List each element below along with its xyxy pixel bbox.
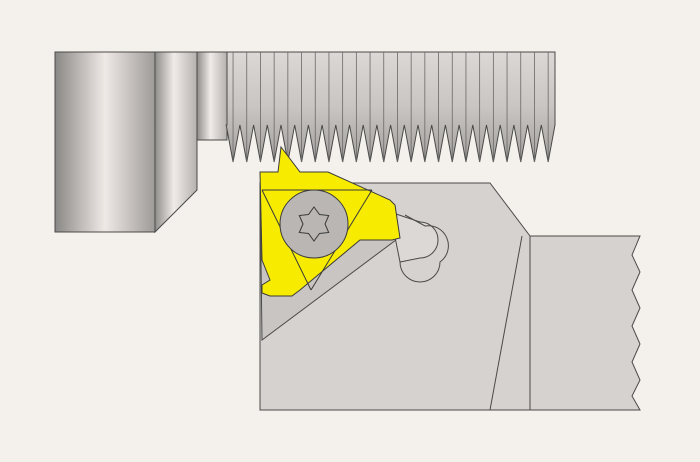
torx-icon xyxy=(298,206,330,242)
thread-flank-lines xyxy=(232,52,549,162)
pocket-relief xyxy=(389,211,439,263)
holder-relief-edge xyxy=(489,235,523,411)
threading-insert xyxy=(259,145,401,297)
workpiece-thread xyxy=(225,51,556,163)
workpiece-head xyxy=(54,51,156,233)
clamp-screw xyxy=(279,189,349,259)
workpiece-chamfer xyxy=(154,51,198,234)
workpiece-neck xyxy=(196,51,228,141)
threaded-workpiece xyxy=(54,51,556,234)
pocket-relief-outline xyxy=(399,214,449,283)
